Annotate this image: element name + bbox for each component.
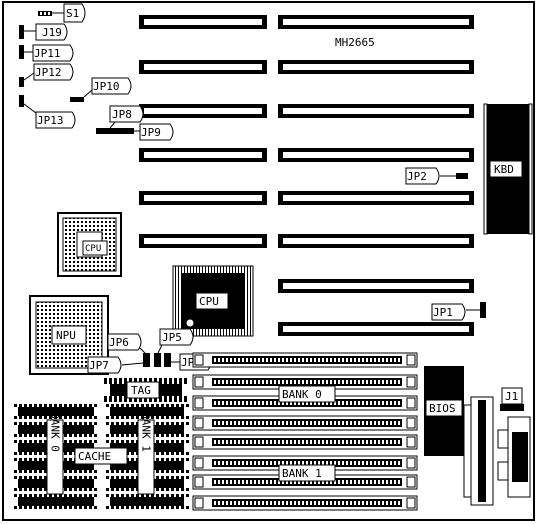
svg-text:JP12: JP12: [35, 66, 62, 79]
simm-slot-1: [192, 352, 418, 368]
svg-text:NPU: NPU: [56, 329, 76, 342]
label-jp6: JP6: [107, 333, 147, 355]
jumper-block-top-left: [19, 11, 140, 134]
simm-slot-4: [192, 415, 418, 431]
svg-text:CPU: CPU: [85, 244, 101, 254]
isa-slot-right-7: [278, 279, 474, 293]
label-bank1: BANK 1: [278, 464, 336, 482]
label-s1: S1: [63, 3, 86, 23]
simm-slot-3: [192, 395, 418, 411]
isa-slot-left-2: [139, 60, 267, 74]
label-j1: J1: [500, 387, 524, 411]
svg-text:J19: J19: [42, 26, 62, 39]
label-jp13: JP13: [35, 111, 76, 129]
expansion-slots: [139, 15, 474, 336]
isa-slot-right-3: [278, 104, 474, 118]
label-jp2: JP2: [405, 167, 468, 185]
svg-text:KBD: KBD: [494, 163, 514, 176]
isa-slot-left-5: [139, 191, 267, 205]
label-jp10: JP10: [91, 77, 132, 95]
isa-slot-right-8: [278, 322, 474, 336]
isa-slot-left-4: [139, 148, 267, 162]
label-jp5: JP5: [157, 328, 194, 354]
isa-slot-left-6: [139, 234, 267, 248]
svg-text:JP11: JP11: [34, 47, 61, 60]
svg-text:JP9: JP9: [141, 126, 161, 139]
svg-text:JP6: JP6: [109, 336, 129, 349]
isa-slot-left-1: [139, 15, 267, 29]
label-jp8: JP8: [109, 105, 144, 123]
label-jp1: JP1: [431, 302, 486, 321]
isa-slot-left-3: [139, 104, 267, 118]
svg-text:BANK 0: BANK 0: [49, 412, 62, 452]
isa-slot-right-6: [278, 234, 474, 248]
svg-text:BANK 1: BANK 1: [140, 412, 153, 452]
isa-slot-right-5: [278, 191, 474, 205]
bios-chip: BIOS: [424, 366, 464, 456]
svg-text:BANK 0: BANK 0: [282, 388, 322, 401]
isa-slot-right-2: [278, 60, 474, 74]
svg-text:CPU: CPU: [199, 295, 219, 308]
label-jp7: JP7: [87, 356, 144, 374]
simm-slots: [192, 352, 418, 511]
label-tag: TAG: [126, 381, 160, 399]
simm-slot-7: [192, 474, 418, 490]
label-cache-bank1: BANK 1: [137, 412, 155, 495]
isa-slot-right-4: [278, 148, 474, 162]
svg-text:BIOS: BIOS: [429, 402, 456, 415]
svg-text:JP7: JP7: [89, 359, 109, 372]
label-cache-bank0: BANK 0: [46, 412, 64, 495]
keyboard-connector: KBD: [483, 103, 533, 235]
isa-slot-right-1: [278, 15, 474, 29]
svg-text:CACHE: CACHE: [78, 450, 111, 463]
svg-text:JP8: JP8: [112, 108, 132, 121]
svg-text:JP5: JP5: [162, 331, 182, 344]
label-jp11: JP11: [32, 44, 74, 62]
svg-text:JP1: JP1: [433, 306, 453, 319]
svg-text:JP13: JP13: [37, 114, 64, 127]
svg-text:S1: S1: [66, 7, 79, 20]
cpu-socket: CPU: [57, 212, 122, 277]
label-jp9: JP9: [139, 123, 174, 141]
simm-slot-5: [192, 434, 418, 450]
label-cache: CACHE: [74, 447, 128, 465]
simm-slot-8: [192, 495, 418, 511]
cpu-chip: CPU: [172, 265, 254, 337]
label-jp12: JP12: [33, 63, 74, 81]
board-model: MH2665: [335, 36, 375, 49]
svg-text:J1: J1: [505, 390, 518, 403]
svg-text:JP2: JP2: [407, 170, 427, 183]
jumper-cluster-center: [143, 353, 171, 367]
svg-text:BANK 1: BANK 1: [282, 467, 322, 480]
connector-right: [463, 396, 494, 506]
label-bank0: BANK 0: [278, 385, 336, 403]
svg-text:TAG: TAG: [131, 384, 151, 397]
power-connector: [497, 416, 531, 498]
svg-text:JP10: JP10: [93, 80, 120, 93]
simm-slot-6: [192, 455, 418, 471]
label-j19: J19: [35, 23, 68, 41]
